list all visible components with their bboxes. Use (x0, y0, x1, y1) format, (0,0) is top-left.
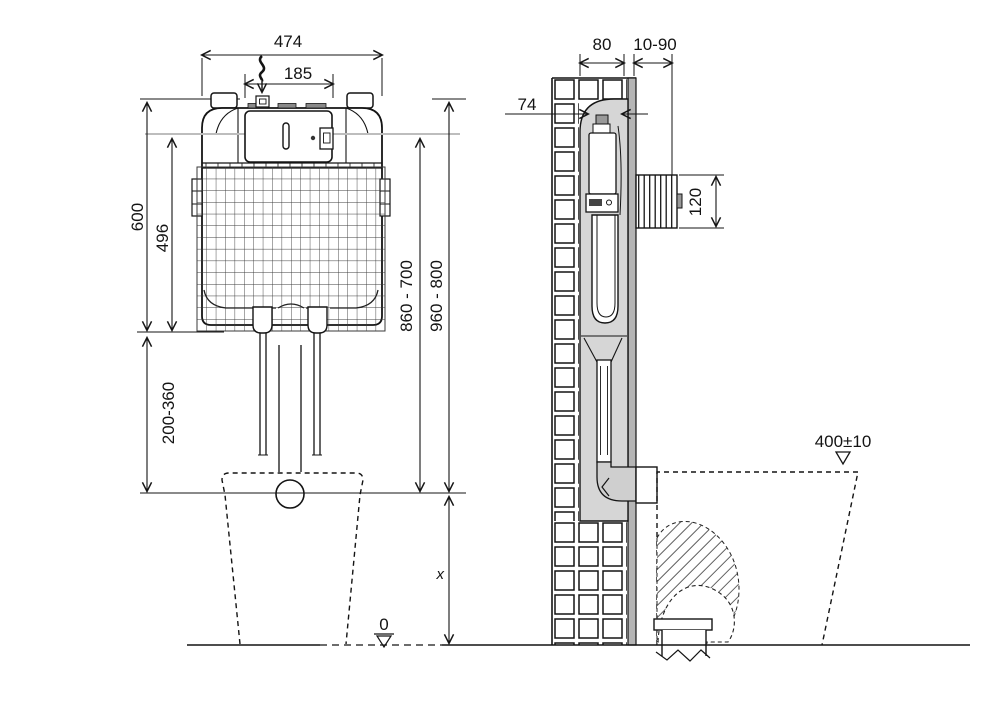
flush-pipe-section-upper (591, 214, 619, 324)
flush-connection-circle (275, 479, 305, 509)
toilet-bowl-outline-side (656, 471, 859, 646)
dim-tank-height-label: 600 (128, 203, 147, 231)
dim-wall-finish-range-label: 10-90 (633, 35, 676, 54)
dim-wall-finish-range: 10-90 (633, 35, 677, 175)
dim-opening-height-label: 120 (686, 188, 705, 216)
dim-inlet-offset-label: 185 (284, 64, 312, 83)
dim-overall-width: 474 (202, 32, 382, 96)
dim-cistern-depth: 74 (505, 95, 648, 114)
tank-bottom-section (581, 335, 627, 363)
vent-fitting (255, 95, 270, 108)
datum-triangle-icon (375, 635, 393, 649)
wall-finish-panel (627, 77, 637, 646)
dim-cover-top-range: 860 - 700 (397, 139, 420, 491)
block-wall-top-course (579, 78, 627, 101)
side-section-view: 80 10-90 74 120 400±10 (505, 35, 872, 662)
inspection-box (635, 174, 683, 229)
level-triangle-icon (834, 451, 852, 466)
panel-screw-dot (310, 135, 316, 141)
dim-floor-offset-label: x (436, 566, 445, 583)
block-wall-below-recess (553, 521, 627, 645)
dim-recess-depth: 80 (580, 35, 624, 76)
valve-base-pill (589, 199, 602, 206)
dim-overall-width-label: 474 (274, 32, 302, 51)
dim-flush-pipe-range: 200-360 (147, 338, 178, 491)
elbow-notch (601, 477, 610, 497)
toilet-bowl-outline-front (221, 472, 364, 645)
dim-recess-depth-label: 80 (593, 35, 612, 54)
panel-clip (319, 127, 334, 150)
dim-flush-pipe-range-label: 200-360 (159, 382, 178, 444)
mounting-tab-right (346, 92, 374, 109)
dim-tank-height: 600 (128, 103, 147, 330)
leg-channel-right (307, 306, 328, 334)
dim-cover-top-range-label: 860 - 700 (397, 260, 416, 332)
dim-floor-offset: x (436, 497, 450, 643)
fill-valve (585, 114, 622, 216)
dim-tank-inner-height-label: 496 (153, 224, 172, 252)
pipe-break-line (655, 649, 711, 662)
dim-tank-inner-height: 496 (153, 139, 172, 330)
actuator-slot (282, 122, 290, 150)
floor-drain-pipe (653, 618, 713, 662)
valve-base-port (606, 199, 612, 206)
dim-cistern-depth-label: 74 (518, 95, 537, 114)
dim-overall-height-range-label: 960 - 800 (427, 260, 446, 332)
mounting-tab-left (210, 92, 238, 109)
dim-outlet-height-label: 400±10 (815, 432, 872, 451)
tank-shoulder-moulding (215, 107, 369, 163)
flush-pipe-and-legs (258, 333, 322, 472)
inspection-box-tab (676, 193, 683, 209)
dim-inlet-offset: 185 (245, 64, 333, 98)
dim-opening-height: 120 (679, 174, 724, 229)
flush-pipe-section-lower (596, 359, 612, 463)
dim-outlet-height: 400±10 (815, 432, 872, 466)
flush-pipe-section-inner-line (596, 215, 616, 318)
dim-overall-height-range: 960 - 800 (427, 103, 449, 491)
outlet-connector (635, 466, 658, 504)
vent-arrow-icon (260, 55, 264, 92)
leg-channel-left (252, 306, 273, 334)
protection-mesh (196, 166, 386, 332)
block-wall (551, 77, 636, 645)
front-view: 474 185 600 496 200-360 860 - 700 (128, 32, 466, 649)
datum-zero-marker: 0 (374, 615, 394, 649)
flush-elbow (596, 461, 637, 502)
datum-zero-label: 0 (379, 615, 388, 634)
